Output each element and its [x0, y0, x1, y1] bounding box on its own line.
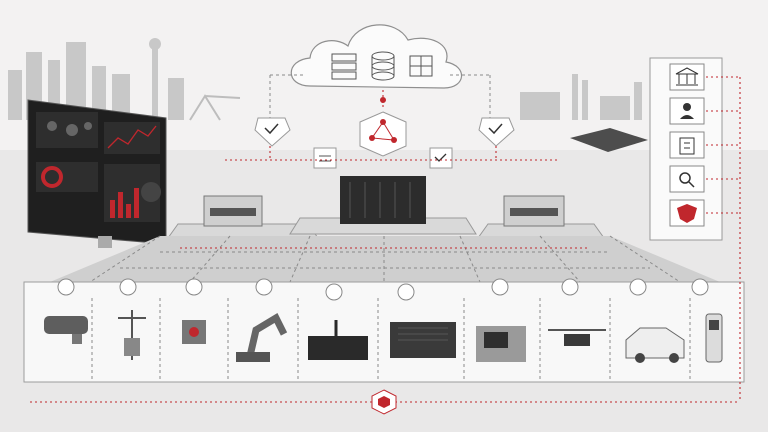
- security-core-icon: [371, 389, 397, 415]
- world-map: [36, 112, 98, 148]
- lightning-icon: [691, 278, 709, 296]
- security-camera: [44, 316, 88, 344]
- clipboard-icon: [313, 147, 337, 169]
- droplet-icon: [185, 278, 203, 296]
- edge-server-rack: [340, 176, 426, 224]
- dashboard-monitor: [27, 99, 167, 248]
- connector-node: [380, 97, 386, 103]
- pulse-icon: [255, 278, 273, 296]
- city-skyline: [8, 38, 241, 121]
- clipboard-icon: [669, 131, 705, 159]
- gear-icon: [325, 283, 343, 301]
- wifi-icon: [397, 283, 415, 301]
- control-panel: [476, 326, 526, 362]
- thermometer-icon: [119, 278, 137, 296]
- drone: [548, 329, 606, 346]
- edge-gateway-right: [503, 195, 565, 227]
- weather-station: [118, 310, 146, 360]
- car: [625, 327, 685, 363]
- shield-icon: [669, 199, 705, 227]
- network-nodes-icon: [359, 111, 407, 157]
- device-panel: [23, 281, 745, 383]
- line-chart: [104, 122, 160, 154]
- edge-computer: [390, 322, 456, 358]
- sensor-unit: [182, 320, 206, 344]
- shield-badge: [141, 182, 161, 202]
- person-icon: [669, 97, 705, 125]
- shield-check-icon: [254, 117, 291, 147]
- robotic-arm: [236, 313, 288, 362]
- government-icon: [669, 63, 705, 91]
- chart-icon: [561, 278, 579, 296]
- database-icon: [371, 51, 395, 81]
- industrial-skyline: [520, 74, 642, 120]
- camera-icon: [491, 278, 509, 296]
- solar-panels: [570, 128, 648, 152]
- search-icon: [669, 165, 705, 193]
- edge-gateway-left: [203, 195, 263, 227]
- cloud: [290, 24, 463, 89]
- ev-charger: [705, 313, 723, 363]
- security-hub: [254, 111, 515, 169]
- location-pin-icon: [629, 278, 647, 296]
- cube-network-icon: [409, 55, 433, 77]
- network-grid: [89, 235, 681, 283]
- shield-check-icon: [478, 117, 515, 147]
- server-stack-icon: [331, 53, 357, 80]
- camera-icon: [57, 278, 75, 296]
- donut-chart: [36, 162, 98, 192]
- shield-check-icon: [429, 147, 453, 169]
- router: [308, 320, 368, 360]
